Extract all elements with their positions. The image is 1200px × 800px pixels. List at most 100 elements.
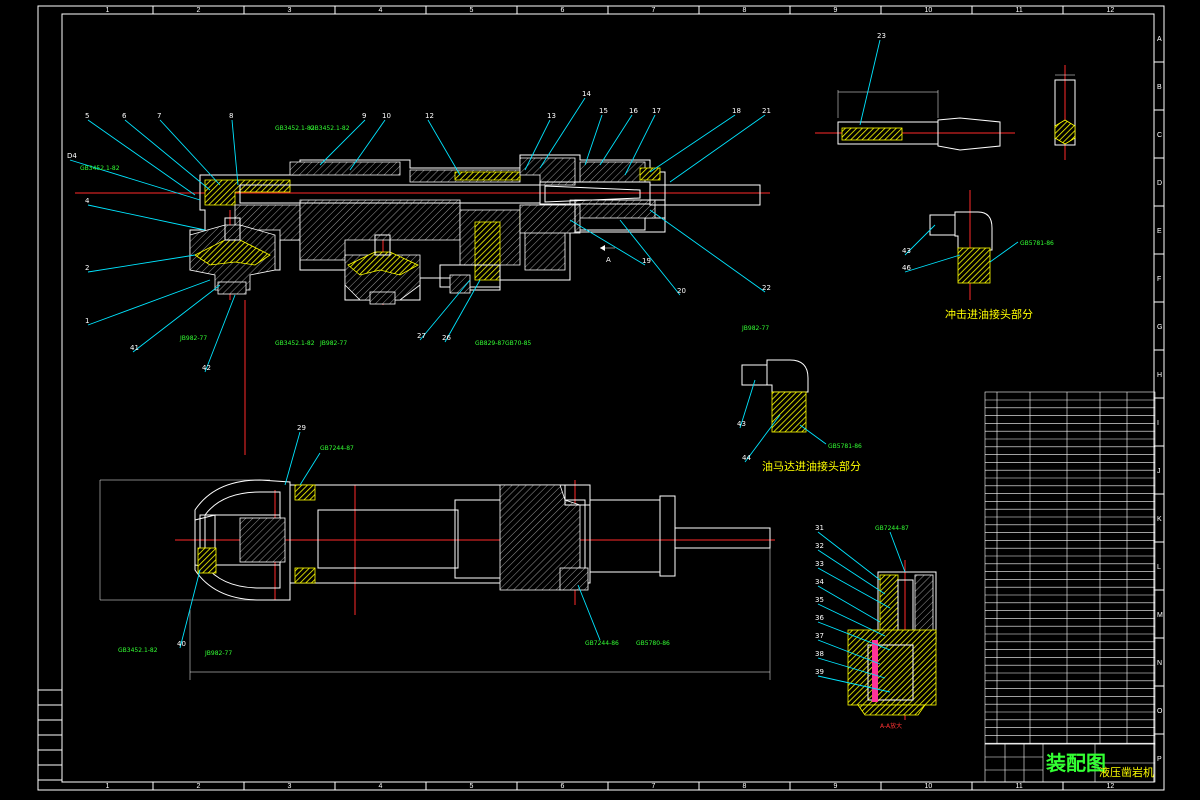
zone-column-label: 1	[106, 783, 110, 790]
zone-column-label: 8	[743, 7, 747, 14]
standard-note: GB7244-86	[585, 640, 619, 647]
part-callout: 27	[417, 332, 426, 340]
part-callout: 44	[742, 454, 751, 462]
part-callout: 33	[815, 560, 824, 568]
zone-row-label: A	[1157, 36, 1162, 43]
part-callout: D4	[67, 152, 77, 160]
zone-column-label: 4	[379, 7, 383, 14]
part-callout: 9	[362, 112, 366, 120]
part-callout: 6	[122, 112, 127, 120]
zone-row-label: M	[1157, 612, 1163, 619]
part-callout: 41	[130, 344, 139, 352]
part-callout: 8	[229, 112, 233, 120]
part-callout: 17	[652, 107, 661, 115]
zone-column-label: 11	[1016, 7, 1023, 14]
part-callout: 31	[815, 524, 824, 532]
zone-column-label: 6	[561, 783, 565, 790]
part-callout: 38	[815, 650, 824, 658]
part-callout: 40	[177, 640, 186, 648]
zone-column-label: 12	[1107, 7, 1115, 14]
part-callout: 12	[425, 112, 434, 120]
part-callout: 16	[629, 107, 638, 115]
valve-section-note: A-A放大	[880, 722, 902, 730]
zone-column-label: 9	[834, 783, 838, 790]
zone-column-label: 1	[106, 7, 110, 14]
zone-column-label: 9	[834, 7, 838, 14]
zone-row-label: H	[1157, 372, 1162, 379]
part-callout: 10	[382, 112, 391, 120]
part-callout: 23	[877, 32, 886, 40]
machine-name: 液压凿岩机	[1099, 765, 1154, 779]
part-callout: 29	[297, 424, 306, 432]
part-callout: 46	[902, 264, 911, 272]
zone-row-label: K	[1157, 516, 1162, 523]
standard-note: GB3452.1-82	[310, 125, 350, 132]
standard-note: GB70-85	[505, 340, 531, 347]
part-callout: 35	[815, 596, 824, 604]
part-callout: 22	[762, 284, 771, 292]
part-callout: 4	[85, 197, 90, 205]
part-callout: 1	[85, 317, 89, 325]
zone-column-label: 3	[288, 7, 292, 14]
part-callout: 43	[737, 420, 746, 428]
zone-row-label: C	[1157, 132, 1162, 139]
standard-note: GB7244-87	[320, 445, 354, 452]
standard-note: JB982-77	[319, 340, 347, 347]
zone-column-label: 5	[470, 783, 474, 790]
standard-note: GB3452.1-82	[275, 340, 315, 347]
title-block: 装配图 液压凿岩机	[984, 743, 1156, 783]
part-callout: 5	[85, 112, 89, 120]
part-callout: 39	[815, 668, 824, 676]
zone-row-label: O	[1157, 708, 1163, 715]
zone-column-label: 10	[925, 7, 933, 14]
part-callout: 42	[202, 364, 211, 372]
part-callout: 21	[762, 107, 771, 115]
standard-note: GB829-87	[475, 340, 505, 347]
part-callout: 7	[157, 112, 161, 120]
zone-row-label: E	[1157, 228, 1162, 235]
standard-note: GB3452.1-82	[118, 647, 158, 654]
zone-column-label: 6	[561, 7, 565, 14]
parts-list-table	[984, 391, 1156, 745]
zone-column-label: 7	[652, 783, 656, 790]
standard-note: GB7244-87	[875, 525, 909, 532]
zone-column-label: 10	[925, 783, 933, 790]
part-callout: 36	[815, 614, 824, 622]
zone-row-label: L	[1157, 564, 1161, 571]
standard-note: GB3452.1-82	[275, 125, 315, 132]
zone-column-label: 5	[470, 7, 474, 14]
standard-note: JB982-77	[204, 650, 232, 657]
zone-row-label: I	[1157, 420, 1159, 427]
zone-row-label: P	[1157, 756, 1162, 763]
part-callout: 34	[815, 578, 824, 586]
standard-note: GB5781-86	[828, 443, 862, 450]
part-callout: 43	[902, 247, 911, 255]
zone-row-label: D	[1157, 180, 1162, 187]
standard-note: JB982-77	[741, 325, 769, 332]
standard-note: GB3452.1-82	[80, 165, 120, 172]
zone-column-label: 3	[288, 783, 292, 790]
zone-row-label: F	[1157, 276, 1161, 283]
zone-row-label: B	[1157, 84, 1162, 91]
part-callout: 19	[642, 257, 651, 265]
part-callout: 26	[442, 334, 451, 342]
zone-column-label: 2	[197, 7, 201, 14]
zone-column-label: 12	[1107, 783, 1115, 790]
motor-inlet-caption: 油马达进油接头部分	[762, 459, 861, 473]
standard-note: GB5780-86	[636, 640, 670, 647]
zone-row-label: G	[1157, 324, 1162, 331]
zone-column-label: 11	[1016, 783, 1023, 790]
part-callout: 20	[677, 287, 686, 295]
part-callout: 18	[732, 107, 741, 115]
zone-row-label: N	[1157, 660, 1162, 667]
part-callout: 13	[547, 112, 556, 120]
zone-column-label: 4	[379, 783, 383, 790]
